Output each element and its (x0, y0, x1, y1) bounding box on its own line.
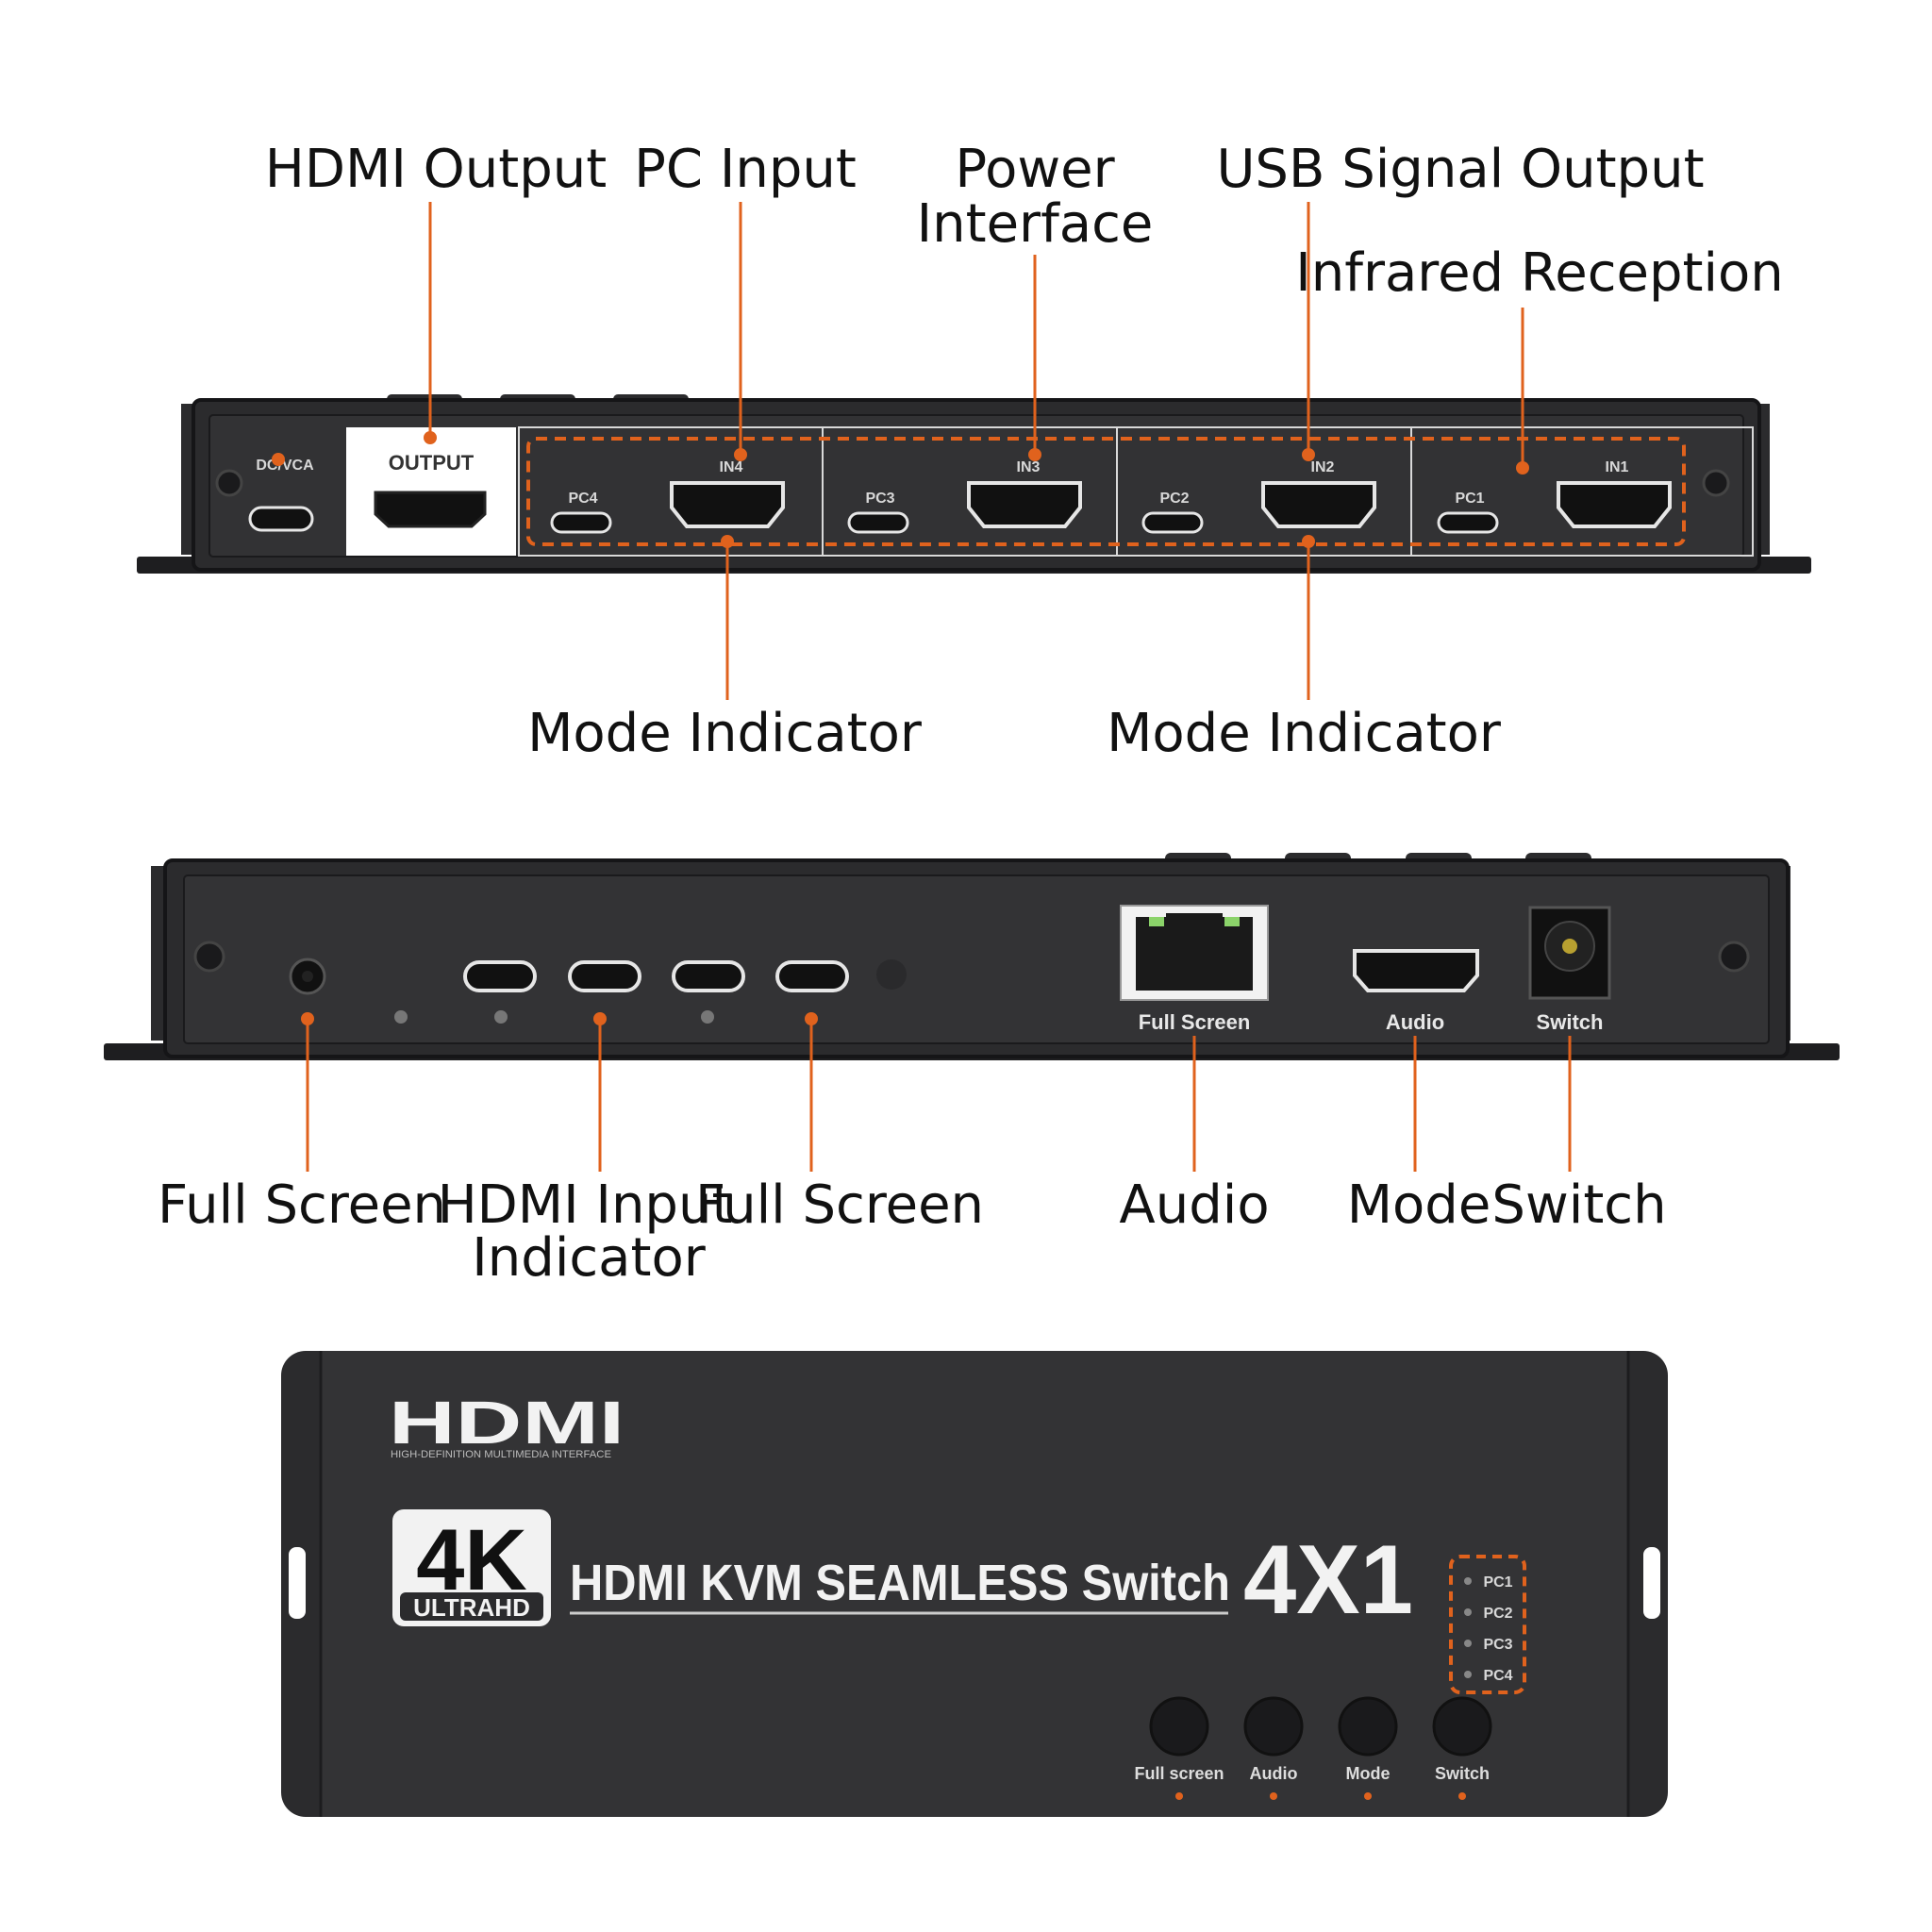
led-pc4 (1464, 1671, 1472, 1678)
callout-pc-input: PC Input (634, 139, 857, 200)
callout-power-interface-line2: Interface (917, 193, 1154, 255)
pc-label: PC1 (1455, 491, 1484, 507)
hdmi-logo: HDMI (389, 1389, 625, 1457)
rear-panel: DC/VCA OUTPUT PC4 IN4 PC3 IN3 PC2 IN2 PC… (137, 394, 1811, 574)
output-label: OUTPUT (389, 451, 475, 475)
side-panel: Full Screen Audio Switch (104, 853, 1840, 1060)
screw-icon (1702, 469, 1730, 497)
hdmi-logo-tagline: HIGH-DEFINITION MULTIMEDIA INTERFACE (391, 1449, 611, 1460)
callout-switch: Switch (1491, 1174, 1666, 1236)
usb-c-port[interactable] (847, 511, 909, 534)
button-label: Switch (1435, 1764, 1490, 1783)
pc-label: PC4 (568, 491, 597, 507)
in-label: IN2 (1311, 459, 1335, 475)
middle-callout-lines (301, 1012, 1572, 1172)
led-pc1 (1464, 1577, 1472, 1585)
side-label-full-screen: Full Screen (1139, 1010, 1251, 1034)
in-label: IN3 (1017, 459, 1041, 475)
hdmi-input-port[interactable] (670, 481, 785, 528)
callout-usb-signal-output: USB Signal Output (1216, 139, 1704, 200)
usb-c-port[interactable] (672, 960, 745, 992)
side-label-audio: Audio (1386, 1010, 1444, 1034)
pc-label: PC2 (1159, 491, 1189, 507)
4k-badge-sub: ULTRAHD (413, 1593, 530, 1622)
led-pc2 (1464, 1608, 1472, 1616)
callout-hdmi-input-line1: HDMI Input (438, 1174, 733, 1236)
callout-infrared-reception: Infrared Reception (1295, 242, 1784, 304)
usb-c-port[interactable] (463, 960, 537, 992)
mode-button[interactable] (1338, 1696, 1398, 1757)
full-screen-button[interactable] (1149, 1696, 1209, 1757)
top-callout-lines (272, 202, 1529, 700)
pc-label: PC3 (865, 491, 894, 507)
button-label: Full screen (1134, 1764, 1224, 1783)
product-title: HDMI KVM SEAMLESS Switch (570, 1555, 1230, 1611)
product-ratio: 4X1 (1243, 1525, 1413, 1635)
callout-mode-indicator-left: Mode Indicator (527, 703, 923, 764)
callout-mode-indicator-right: Mode Indicator (1107, 703, 1502, 764)
hdmi-input-port[interactable] (1557, 481, 1672, 528)
button-label: Mode (1346, 1764, 1391, 1783)
usb-c-port[interactable] (1141, 511, 1204, 534)
screw-icon (215, 469, 243, 497)
callout-power-interface-line1: Power (955, 139, 1115, 200)
hdmi-input-port[interactable] (1261, 481, 1376, 528)
usb-c-port[interactable] (550, 511, 612, 534)
led-label: PC2 (1483, 1606, 1512, 1622)
indicator-led (701, 1010, 714, 1024)
callout-hdmi-input-line2: Indicator (472, 1227, 706, 1289)
callout-hdmi-output: HDMI Output (265, 139, 607, 200)
hdmi-port[interactable] (1353, 949, 1479, 992)
dc-label: DC/VCA (256, 458, 314, 474)
in-label: IN1 (1606, 459, 1629, 475)
usb-c-port[interactable] (568, 960, 641, 992)
led-label: PC3 (1483, 1637, 1512, 1653)
side-label-switch: Switch (1537, 1010, 1604, 1034)
led-pc3 (1464, 1640, 1472, 1647)
indicator-led (494, 1010, 508, 1024)
in-label: IN4 (720, 459, 743, 475)
dc-port[interactable] (248, 506, 314, 532)
callout-mode: Mode (1347, 1174, 1491, 1236)
callout-full-screen-left: Full Screen (158, 1174, 446, 1236)
led-highlight (1449, 1555, 1526, 1694)
callout-full-screen-mid: Full Screen (695, 1174, 984, 1236)
callout-audio: Audio (1119, 1174, 1269, 1236)
usb-c-port[interactable] (1437, 511, 1499, 534)
front-panel: HDMI HIGH-DEFINITION MULTIMEDIA INTERFAC… (281, 1351, 1668, 1817)
led-label: PC4 (1483, 1668, 1512, 1684)
sensor-window (876, 959, 907, 990)
input-highlight (526, 437, 1686, 546)
hdmi-input-port[interactable] (967, 481, 1082, 528)
switch-button[interactable] (1432, 1696, 1492, 1757)
audio-button[interactable] (1243, 1696, 1304, 1757)
hdmi-output-port[interactable] (374, 491, 487, 528)
led-label: PC1 (1483, 1574, 1512, 1591)
screw-icon (193, 941, 225, 973)
usb-c-port[interactable] (775, 960, 849, 992)
indicator-led (394, 1010, 408, 1024)
screw-icon (1718, 941, 1750, 973)
button-label: Audio (1250, 1764, 1298, 1783)
